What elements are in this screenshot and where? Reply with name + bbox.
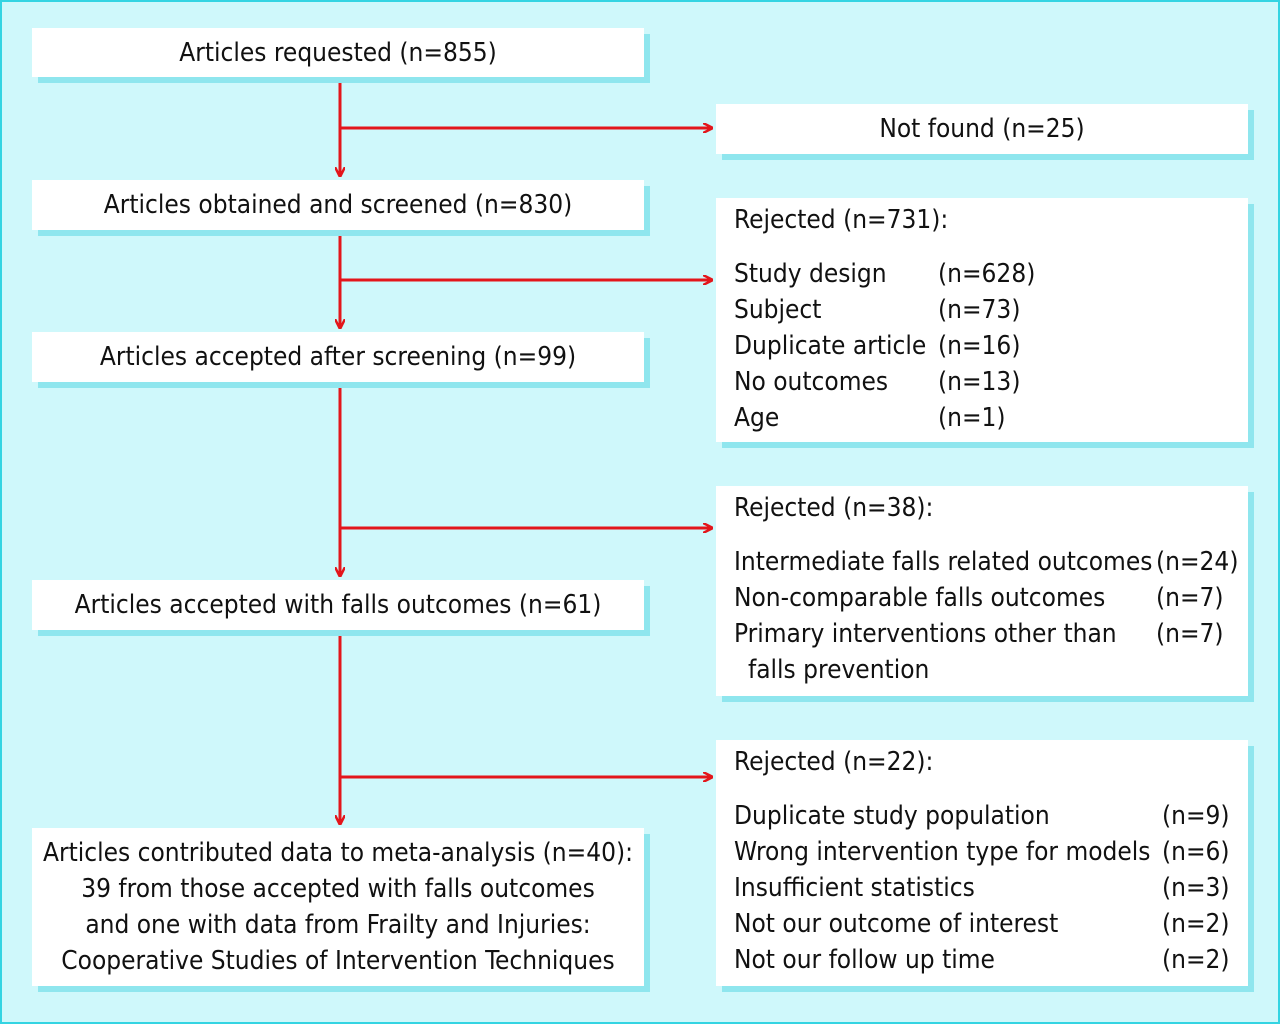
articles-contributed-box: Articles contributed data to meta-analys…: [32, 828, 644, 986]
rejected-731-item-label: Age: [734, 403, 780, 433]
rejected-22-item-label: Not our follow up time: [734, 945, 995, 975]
contributed-line-2: 39 from those accepted with falls outcom…: [81, 874, 595, 904]
contributed-line-4: Cooperative Studies of Intervention Tech…: [61, 946, 615, 976]
rejected-731-item-label: Duplicate article: [734, 331, 927, 361]
rejected-731-item-label: Subject: [734, 295, 822, 325]
rejected-22-item-count: (n=6): [1162, 837, 1230, 867]
rejected-731-item-label: No outcomes: [734, 367, 889, 397]
rejected-731-item-count: (n=16): [938, 331, 1021, 361]
rejected-38-item-label: falls prevention: [748, 655, 930, 685]
articles-accepted-falls-label: Articles accepted with falls outcomes (n…: [74, 590, 602, 620]
rejected-22-item-label: Not our outcome of interest: [734, 909, 1059, 939]
rejected-731-item-count: (n=1): [938, 403, 1006, 433]
not-found-label: Not found (n=25): [879, 114, 1085, 144]
contributed-line-1: Articles contributed data to meta-analys…: [42, 838, 634, 868]
rejected-22-item-count: (n=2): [1162, 909, 1230, 939]
rejected-22-item-label: Duplicate study population: [734, 801, 1050, 831]
rejected-38-item-count: (n=24): [1156, 547, 1239, 577]
rejected-731-item-count: (n=628): [938, 259, 1036, 289]
rejected-38-item-label: Non-comparable falls outcomes: [734, 583, 1106, 613]
rejected-38-item-count: (n=7): [1156, 583, 1224, 613]
articles-requested-box: Articles requested (n=855): [32, 28, 644, 77]
articles-obtained-label: Articles obtained and screened (n=830): [103, 190, 573, 220]
articles-obtained-box: Articles obtained and screened (n=830): [32, 180, 644, 230]
articles-accepted-screening-box: Articles accepted after screening (n=99): [32, 332, 644, 382]
rejected-731-title: Rejected (n=731):: [734, 205, 949, 235]
rejected-38-box: Rejected (n=38): Intermediate falls rela…: [716, 486, 1248, 696]
rejected-22-item-count: (n=9): [1162, 801, 1230, 831]
not-found-box: Not found (n=25): [716, 104, 1248, 154]
rejected-38-title: Rejected (n=38):: [734, 493, 934, 523]
rejected-731-item-label: Study design: [734, 259, 887, 289]
rejected-38-item-count: (n=7): [1156, 619, 1224, 649]
rejected-731-item-count: (n=73): [938, 295, 1021, 325]
rejected-22-item-label: Wrong intervention type for models: [734, 837, 1151, 867]
rejected-22-box: Rejected (n=22): Duplicate study populat…: [716, 740, 1248, 986]
articles-accepted-falls-box: Articles accepted with falls outcomes (n…: [32, 580, 644, 630]
rejected-22-title: Rejected (n=22):: [734, 747, 934, 777]
rejected-38-item-label: Intermediate falls related outcomes: [734, 547, 1153, 577]
rejected-22-item-count: (n=3): [1162, 873, 1230, 903]
articles-accepted-screening-label: Articles accepted after screening (n=99): [99, 342, 577, 372]
rejected-731-box: Rejected (n=731): Study design (n=628) S…: [716, 198, 1248, 442]
rejected-38-item-label: Primary interventions other than: [734, 619, 1117, 649]
rejected-22-item-label: Insufficient statistics: [734, 873, 975, 903]
articles-requested-label: Articles requested (n=855): [179, 37, 497, 68]
rejected-22-item-count: (n=2): [1162, 945, 1230, 975]
rejected-731-item-count: (n=13): [938, 367, 1021, 397]
contributed-line-3: and one with data from Frailty and Injur…: [85, 910, 591, 940]
